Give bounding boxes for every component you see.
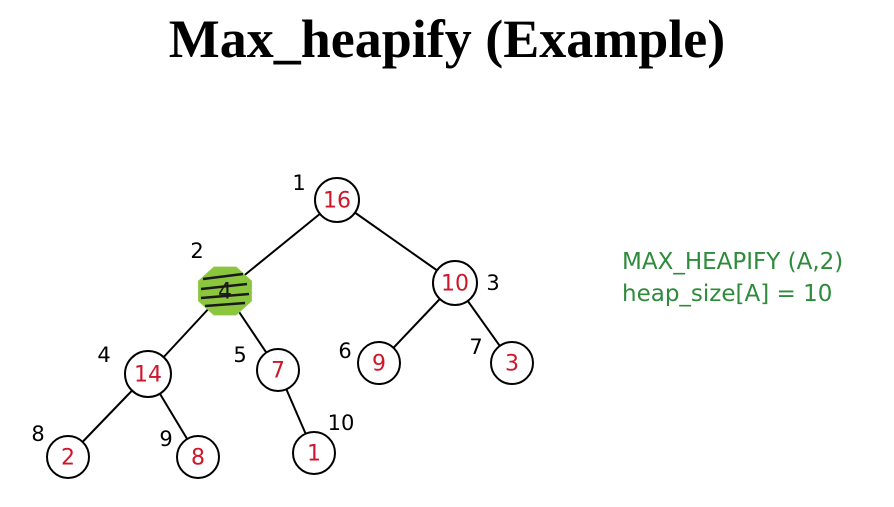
heap-node-2: 4 — [198, 266, 252, 316]
tree-nodes: 16 4 10 14 7 9 3 2 8 1 — [46, 177, 534, 479]
highlight-scribble — [200, 272, 250, 308]
page-title: Max_heapify (Example) — [168, 9, 726, 69]
heap-size-text: heap_size[A] = 10 — [622, 281, 833, 307]
heap-node-5: 7 — [256, 348, 300, 392]
tree-edges — [67, 199, 513, 458]
node-index-label: 2 — [190, 239, 203, 263]
node-circle — [256, 348, 300, 392]
node-value: 16 — [323, 189, 351, 214]
node-circle — [124, 350, 172, 398]
node-index-label: 4 — [97, 343, 110, 367]
node-value: 4 — [218, 280, 232, 305]
node-value: 10 — [441, 272, 469, 297]
heap-node-3: 10 — [432, 260, 478, 306]
node-index-label: 8 — [31, 422, 44, 446]
node-value: 3 — [505, 352, 519, 377]
node-value: 14 — [134, 363, 162, 388]
tree-index-labels: 1 2 3 4 5 6 7 8 9 10 — [31, 171, 499, 451]
node-value: 8 — [191, 446, 205, 471]
heap-node-8: 2 — [46, 435, 90, 479]
node-index-label: 5 — [233, 343, 246, 367]
heap-node-10: 1 — [292, 431, 336, 475]
node-index-label: 1 — [292, 171, 305, 195]
heap-node-6: 9 — [357, 341, 401, 385]
heap-node-9: 8 — [176, 435, 220, 479]
node-value: 9 — [372, 352, 386, 377]
node-circle — [490, 341, 534, 385]
node-circle — [46, 435, 90, 479]
node-circle — [357, 341, 401, 385]
heap-node-7: 3 — [490, 341, 534, 385]
node-index-label: 10 — [328, 411, 355, 435]
node-circle — [432, 260, 478, 306]
node-value: 2 — [61, 446, 75, 471]
node-circle — [176, 435, 220, 479]
node-index-label: 3 — [486, 271, 499, 295]
node-circle — [314, 177, 360, 223]
heapify-call-text: MAX_HEAPIFY (A,2) — [622, 249, 844, 275]
heap-node-4: 14 — [124, 350, 172, 398]
node-value: 7 — [271, 359, 285, 384]
node-value: 1 — [307, 442, 321, 467]
node-index-label: 7 — [469, 335, 482, 359]
heap-node-1: 16 — [314, 177, 360, 223]
node-index-label: 6 — [338, 339, 351, 363]
node-index-label: 9 — [159, 427, 172, 451]
tree-edge-1-3 — [336, 199, 456, 284]
heapify-annotation: MAX_HEAPIFY (A,2) heap_size[A] = 10 — [622, 246, 843, 310]
node-circle — [292, 431, 336, 475]
